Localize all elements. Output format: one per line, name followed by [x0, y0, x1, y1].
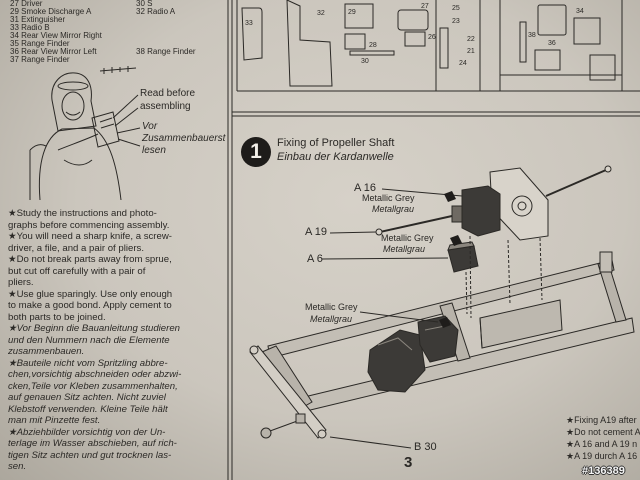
parts-list-item: 27 Driver	[10, 0, 43, 8]
instruction-line-de: ★Bauteile nicht vom Spritzling abbre-	[8, 357, 168, 369]
instruction-line: but cut off carefully with a pair of	[8, 265, 146, 277]
instruction-line: both parts to be joined.	[8, 311, 106, 323]
parts-list-item: 34 Rear View Mirror Right	[10, 31, 102, 40]
step-note: ★A 19 durch A 16	[566, 451, 638, 461]
step-notes: ★Fixing A19 after ★Do not cement A ★A 16…	[566, 414, 640, 464]
sprue-label: 33	[245, 20, 253, 27]
front-crossmember	[261, 345, 313, 411]
instruction-line: ★Study the instructions and photo-	[8, 208, 157, 219]
gearbox-a16	[461, 185, 501, 237]
instruction-line-de: ★Vor Beginn die Bauanleitung studieren	[8, 323, 180, 334]
instruction-line: ★You will need a sharp knife, a screw-	[8, 231, 172, 242]
sprue-label: 32	[317, 10, 325, 17]
instruction-line: ★Use glue sparingly. Use only enough	[8, 288, 173, 300]
paint-label-en: Metallic Grey	[305, 302, 358, 312]
steering-arm	[260, 427, 272, 439]
callout-a19: A 19	[305, 226, 328, 238]
propeller-shaft	[545, 169, 607, 197]
instruction-line-de: tigen Sitz achten und gut trocknen las-	[8, 449, 172, 461]
chassis-diagram	[249, 165, 635, 449]
sprue-label: 22	[467, 36, 475, 43]
sprue-label: 26	[428, 34, 436, 41]
instruction-line: driver, a file, and a pair of pliers.	[8, 242, 144, 254]
step-title-en: Fixing of Propeller Shaft	[277, 137, 395, 149]
paint-chips	[439, 191, 462, 328]
step-number-badge: 1	[241, 137, 271, 167]
sprue-label: 24	[459, 60, 467, 67]
sprue-label: 28	[369, 42, 377, 49]
paint-label-de: Metallgrau	[383, 244, 426, 254]
sprue-label: 30	[361, 58, 369, 65]
parts-list-item: 30 S	[136, 0, 153, 8]
sprue-label: 38	[528, 32, 536, 39]
callout-b30: B 30	[414, 441, 437, 453]
sprue-label: 34	[576, 8, 584, 15]
step-title-de: Einbau der Kardanwelle	[277, 151, 394, 163]
step-note: ★Do not cement A	[566, 427, 640, 437]
parts-list-item: 37 Range Finder	[10, 55, 70, 64]
read-note-en: assembling	[140, 101, 191, 112]
page-number: 3	[404, 454, 413, 471]
callout-a6: A 6	[307, 253, 323, 265]
sprue-label: 29	[348, 9, 356, 16]
transfer-case	[367, 329, 426, 393]
read-note-de: Vor	[142, 121, 158, 132]
parts-list-item: 38 Range Finder	[136, 47, 196, 56]
paint-label-de: Metallgrau	[310, 314, 353, 324]
instruction-line-de: man mit Pinzette fest.	[8, 415, 101, 426]
instruction-line-de: und den Nummern nach die Elemente	[8, 334, 170, 346]
read-note-en: Read before	[140, 88, 196, 99]
instruction-line: graphs before commencing assembly.	[8, 219, 170, 231]
sprue-label: 36	[548, 40, 556, 47]
sprue-label: 21	[467, 48, 475, 55]
paint-label-de: Metallgrau	[372, 204, 415, 214]
instruction-line-de: auf genauen Sitz achten. Nicht zuviel	[8, 392, 166, 403]
parts-list-item: 36 Rear View Mirror Left	[10, 47, 97, 56]
parts-list-item: 33 Radio B	[10, 23, 50, 32]
instruction-line-de: sen.	[8, 461, 27, 472]
paint-chip-icon	[439, 317, 451, 328]
parts-list-item: 31 Extinguisher	[10, 15, 66, 24]
instruction-line-de: zusammenbauen.	[8, 346, 85, 357]
sprue-label: 23	[452, 18, 460, 25]
parts-list-item: 35 Range Finder	[10, 39, 70, 48]
instruction-line-de: cken,Teile vor Kleben zusammenhalten,	[8, 380, 178, 392]
paint-chip-icon	[450, 235, 462, 246]
instruction-line-de: ★Abziehbilder vorsichtig von der Un-	[8, 426, 166, 438]
read-note-de: lesen	[142, 145, 166, 156]
instruction-line: ★Do not break parts away from sprue,	[8, 254, 172, 265]
sprue-diagram	[236, 0, 640, 92]
parts-list-item: 32 Radio A	[136, 7, 176, 16]
instruction-line-de: chen,vorsichtig abschneiden oder abzwi-	[8, 369, 182, 380]
instruction-line-de: terlage im Wasser abschieben, auf rich-	[8, 438, 177, 449]
transfer-case-rear	[417, 315, 459, 363]
paint-chip-icon	[444, 191, 456, 202]
step-note: ★Fixing A19 after	[566, 415, 637, 425]
watermark: #136389	[582, 465, 625, 477]
callout-a16: A 16	[354, 182, 377, 194]
step-note: ★A 16 and A 19 n	[566, 439, 638, 449]
instruction-line-de: Klebstoff verwenden. Kleine Teile hält	[8, 403, 168, 415]
paint-label-en: Metallic Grey	[381, 233, 434, 243]
read-note-de: Zusammenbauerst	[142, 133, 226, 144]
sprue-label: 27	[421, 3, 429, 10]
general-instructions: ★Study the instructions and photo- graph…	[8, 208, 223, 473]
sprue-label: 25	[452, 5, 460, 12]
instruction-line: to make a good bond. Apply cement to	[8, 300, 172, 311]
reader-illustration	[29, 66, 141, 201]
instruction-line: pliers.	[8, 277, 34, 288]
parts-list-item: 29 Smoke Discharge A	[10, 7, 92, 16]
paint-label-en: Metallic Grey	[362, 193, 415, 203]
part-a6	[447, 245, 479, 273]
shaft-a19	[379, 215, 453, 233]
